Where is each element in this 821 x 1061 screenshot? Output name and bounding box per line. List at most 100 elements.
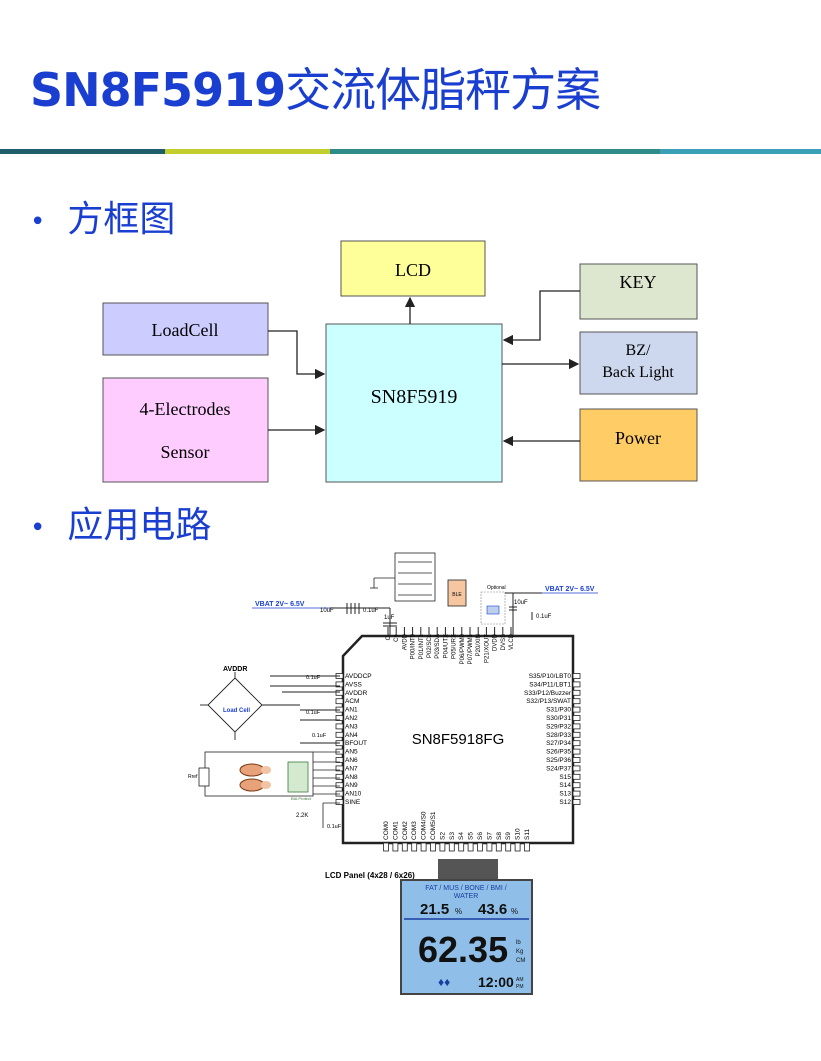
bottom-pin-label: COM0 (383, 821, 390, 840)
left-pin-label: AN6 (345, 757, 358, 764)
vbat-left-label: VBAT 2V~ 6.5V (255, 601, 305, 608)
svg-text:0.1uF: 0.1uF (306, 675, 321, 681)
bottom-pin-label: COM2 (402, 821, 409, 840)
lcd-block-label: LCD (395, 260, 431, 280)
bottom-pin-label: COM3 (411, 821, 418, 840)
chip-label: SN8F5918FG (412, 731, 505, 748)
section1-label: 方框图 (67, 199, 176, 240)
top-pin-label: P05/URX (452, 634, 458, 659)
svg-text:%: % (455, 907, 462, 916)
lcd-value-2: 43.6 (478, 901, 507, 918)
title-chinese: 交流体脂秤方案 (285, 63, 601, 117)
svg-text:0.1uF: 0.1uF (312, 733, 327, 739)
top-pin-label: P04/UTX (443, 634, 449, 658)
right-pin-label: S27/P34 (546, 740, 571, 747)
bottom-pin-label: S2 (439, 832, 446, 840)
bottom-pin-label: COM4/S0 (421, 811, 428, 840)
svg-text:CM: CM (516, 958, 525, 964)
bullet-block-diagram: •方框图 (30, 199, 176, 240)
svg-text:Rref: Rref (188, 774, 198, 780)
electrodes-label-2: Sensor (161, 442, 210, 462)
title-divider (0, 149, 821, 154)
bottom-pin-label: S11 (524, 829, 531, 840)
loadcell-block (102, 302, 269, 356)
right-pin-label: S28/P33 (546, 732, 571, 739)
chip-body (341, 634, 575, 845)
lcd-header: FAT / MUS / BONE / BMI / (425, 885, 506, 892)
left-pin-label: AN4 (345, 732, 358, 739)
bottom-pin-label: S5 (468, 832, 475, 840)
right-pin-label: S24/P37 (546, 765, 571, 772)
lcd-time: 12:00 (478, 974, 514, 990)
svg-text:0.1uF: 0.1uF (306, 710, 321, 716)
right-pins: S35/P10/LBT0S34/P11/LBT1S33/P12/BuzzerS3… (524, 673, 581, 806)
bottom-pin-label: S6 (477, 832, 484, 840)
key-block (579, 263, 698, 320)
top-pin-label: P03/SDA (435, 634, 441, 659)
right-pin-label: S31/P30 (546, 707, 571, 714)
page-title: SN8F5919交流体脂秤方案 (30, 54, 601, 120)
bottom-pin-label: S10 (515, 828, 522, 840)
bottom-pin-label: COM1 (392, 821, 399, 840)
right-pin-label: S15 (559, 774, 571, 781)
svg-text:AM: AM (516, 977, 524, 983)
left-pin-label: AVDDCP (345, 673, 372, 680)
right-pin-label: S32/P13/SWAT (526, 698, 571, 705)
ble-label: BLE (452, 592, 462, 598)
svg-text:Kg: Kg (516, 949, 523, 955)
lcd-panel: FAT / MUS / BONE / BMI / WATER 21.5 % 43… (400, 879, 533, 995)
top-pin-label: P21/XOUT (484, 634, 490, 663)
right-pin-label: S29/P32 (546, 723, 571, 730)
right-pin-label: S30/P31 (546, 715, 571, 722)
title-latin: SN8F5919 (30, 63, 286, 117)
top-pin-label: P01/INT1 (419, 633, 425, 659)
right-pin-label: S33/P12/Buzzer (524, 690, 572, 697)
top-pin-label: VLCD (509, 633, 515, 650)
left-pin-label: AVDDR (345, 690, 368, 697)
top-pin-label: C+ (394, 634, 400, 642)
left-pin-label: AN2 (345, 715, 358, 722)
svg-text:lb: lb (516, 940, 521, 946)
switch-array (370, 552, 436, 602)
lcd-panel-label: LCD Panel (4x28 / 6x26) (325, 871, 415, 880)
svg-text:PM: PM (516, 984, 524, 990)
section2-label: 应用电路 (67, 505, 212, 546)
ble-module (447, 579, 467, 607)
lcd-person-icons: ♦♦ (438, 975, 450, 989)
top-pin-label: P07/PWM1 (468, 633, 474, 664)
power-block-label: Power (615, 428, 661, 448)
avddr-label: AVDDR (223, 666, 247, 673)
svg-text:0.1uF: 0.1uF (327, 824, 342, 830)
right-pin-label: S13 (559, 791, 571, 798)
lcd-block (340, 240, 486, 297)
mcu-block-label: SN8F5919 (371, 386, 458, 408)
svg-text:0.1uF: 0.1uF (363, 608, 379, 614)
left-pin-label: AN1 (345, 707, 358, 714)
bz-label: BZ/ (626, 342, 651, 359)
top-pin-label: P20/XIN (476, 634, 482, 656)
bottom-pin-label: S4 (458, 832, 465, 840)
top-pin-label: AVDD (402, 633, 408, 650)
bottom-pin-label: S3 (449, 832, 456, 840)
left-pin-label: AN5 (345, 749, 358, 756)
top-pin-label: P00/INT0 (411, 633, 417, 659)
lcd-value-1: 21.5 (420, 901, 449, 918)
right-pin-label: S26/P35 (546, 749, 571, 756)
power-block (579, 408, 698, 482)
lcd-water: WATER (454, 893, 479, 900)
left-pin-label: AN9 (345, 782, 358, 789)
top-pin-label: DVDD (493, 633, 499, 651)
left-pin-label: SINE (345, 799, 361, 806)
right-pin-label: S25/P36 (546, 757, 571, 764)
right-pin-label: S12 (559, 799, 571, 806)
right-pin-label: S35/P10/LBT0 (529, 673, 572, 680)
svg-text:10uF: 10uF (514, 600, 528, 606)
top-pin-label: C- (386, 634, 392, 640)
right-pin-label: S14 (559, 782, 571, 789)
svg-text:%: % (511, 907, 518, 916)
left-pin-label: BFOUT (345, 740, 367, 747)
bottom-pin-label: S9 (505, 832, 512, 840)
bottom-pin-label: COM5/S1 (430, 811, 437, 840)
